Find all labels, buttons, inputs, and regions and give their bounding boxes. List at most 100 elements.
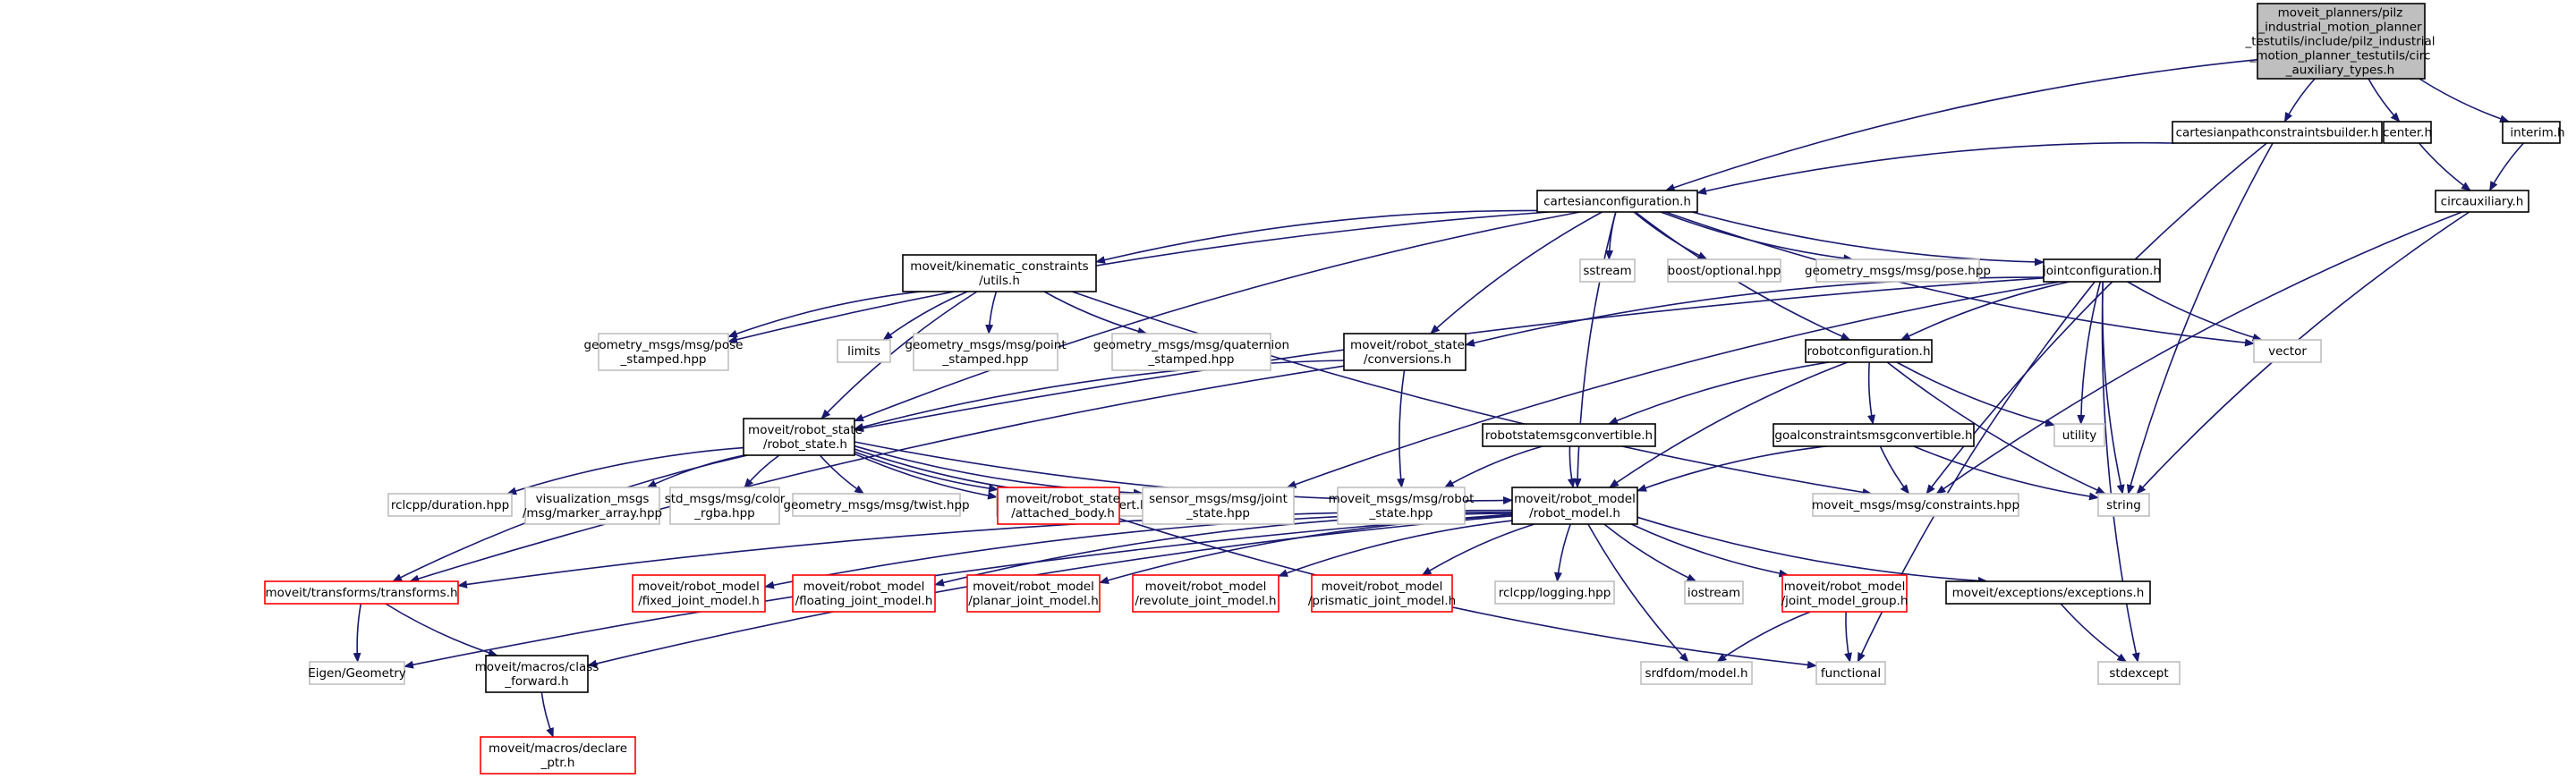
node-label-goalconv-line-0: goalconstraintsmsgconvertible.h [1774, 428, 1972, 443]
node-label-exceptions-line-0: moveit/exceptions/exceptions.h [1952, 586, 2145, 600]
node-label-revjoint-line-1: /revolute_joint_model.h [1135, 594, 1276, 608]
node-label-attachedbody-line-1: /attached_body.h [1011, 506, 1115, 521]
nodes-layer: moveit_planners/pilz_industrial_motion_p… [264, 3, 2565, 775]
edge-classfwd-to-declareptr [540, 691, 554, 738]
node-label-limits-line-0: limits [847, 344, 880, 359]
node-classfwd[interactable]: moveit/macros/class_forward.h [475, 655, 599, 693]
node-box-boostopt [1667, 258, 1781, 283]
node-box-circaux [2435, 190, 2529, 213]
node-label-boostopt-line-0: boost/optional.hpp [1668, 264, 1781, 278]
edge-robotconfig-to-goalconv [1867, 361, 1875, 425]
node-transforms[interactable]: moveit/transforms/transforms.h [264, 580, 459, 605]
edge-goalconv-to-robotmodel [1637, 445, 1827, 492]
node-box-kinutils [902, 254, 1097, 292]
node-label-rsmsgconv-line-0: robotstatemsgconvertible.h [1485, 428, 1653, 443]
node-box-vizmarker [524, 487, 660, 525]
edge-kinutils-to-geoquat [1043, 291, 1148, 335]
node-cartpathbuilder[interactable]: cartesianpathconstraintsbuilder.h [2172, 121, 2383, 144]
node-label-attachedbody-line-0: moveit/robot_state [1006, 492, 1120, 506]
node-box-geopoint [913, 333, 1058, 371]
node-box-stdcolor [669, 487, 780, 525]
node-box-cartconfig [1536, 190, 1698, 213]
node-rclduration: rclcpp/duration.hpp [387, 493, 513, 517]
node-label-stdexcept-line-0: stdexcept [2109, 666, 2168, 681]
edge-jointconfig-to-string [2102, 281, 2125, 495]
node-label-cartconfig-line-0: cartesianconfiguration.h [1543, 195, 1691, 209]
edge-cartconfig-to-robotmodel [1573, 211, 1617, 488]
node-label-revjoint-line-0: moveit/robot_model [1145, 580, 1267, 594]
node-label-robotstate-line-0: moveit/robot_state [748, 423, 863, 437]
node-declareptr[interactable]: moveit/macros/declare_ptr.h [480, 736, 636, 775]
node-label-utility-line-0: utility [2062, 428, 2096, 443]
node-prisjoint[interactable]: moveit/robot_model/prismatic_joint_model… [1308, 574, 1456, 613]
edge-jointconfig-to-robotconfig [1900, 281, 2070, 341]
node-box-attachedbody [997, 487, 1120, 525]
node-label-cartpathbuilder-line-0: cartesianpathconstraintsbuilder.h [2176, 126, 2379, 140]
node-box-sstream [1579, 258, 1636, 283]
node-circaux[interactable]: circauxiliary.h [2435, 190, 2529, 213]
edge-kinutils-to-constraints [1071, 291, 1873, 496]
node-stdcolor: std_msgs/msg/color_rgba.hpp [665, 487, 786, 525]
edge-robotconfig-to-robotmodel [1609, 361, 1849, 488]
node-label-circaux-line-0: circauxiliary.h [2441, 195, 2524, 209]
edge-robotmodel-to-classfwd [587, 515, 1513, 668]
node-fixedjoint[interactable]: moveit/robot_model/fixed_joint_model.h [632, 574, 766, 613]
node-box-robotstate [743, 418, 855, 456]
edge-root-to-interim [2419, 78, 2510, 123]
node-box-rsconv [1343, 333, 1467, 371]
node-box-exceptions [1945, 580, 2151, 605]
node-exceptions[interactable]: moveit/exceptions/exceptions.h [1945, 580, 2151, 605]
node-floatjoint[interactable]: moveit/robot_model/floating_joint_model.… [792, 574, 936, 613]
node-srdf: srdfdom/model.h [1640, 661, 1753, 685]
node-box-geotwist [792, 493, 961, 517]
node-revjoint[interactable]: moveit/robot_model/revolute_joint_model.… [1132, 574, 1279, 613]
node-rsmsgconv[interactable]: robotstatemsgconvertible.h [1482, 423, 1656, 447]
node-root[interactable]: moveit_planners/pilz_industrial_motion_p… [2244, 3, 2436, 80]
node-label-geopose-line-0: geometry_msgs/msg/pose.hpp [1805, 264, 1991, 278]
edge-rsconv-to-msgrobotstate [1397, 369, 1406, 488]
edge-exceptions-to-stdexcept [2060, 603, 2128, 663]
edge-goalconv-to-string [1913, 445, 2099, 501]
node-label-robotconfig-line-0: robotconfiguration.h [1807, 344, 1930, 359]
node-label-transforms-line-0: moveit/transforms/transforms.h [265, 586, 457, 600]
node-label-rclduration-line-0: rclcpp/duration.hpp [391, 498, 509, 512]
node-box-cartpathbuilder [2172, 121, 2383, 144]
edge-cartconfig-to-jointconfig [1692, 211, 2045, 267]
node-rsconv[interactable]: moveit/robot_state/conversions.h [1343, 333, 1467, 371]
node-label-rsconv-line-0: moveit/robot_state [1350, 338, 1465, 352]
node-robotconfig[interactable]: robotconfiguration.h [1805, 339, 1933, 363]
node-box-transforms [264, 580, 459, 605]
edge-jointconfig-to-vector [2127, 281, 2263, 342]
node-label-root-line-4: _auxiliary_types.h [2285, 64, 2394, 78]
node-label-sstream-line-0: sstream [1583, 264, 1631, 278]
node-planarjoint[interactable]: moveit/robot_model/planar_joint_model.h [966, 574, 1101, 613]
node-center[interactable]: center.h [2383, 121, 2432, 144]
node-label-root-line-2: _testutils/include/pilz_industrial [2244, 35, 2435, 49]
edge-rsmsgconv-to-robotmodel [1567, 445, 1576, 488]
node-label-constraints-line-0: moveit_msgs/msg/constraints.hpp [1812, 498, 2019, 512]
node-interim[interactable]: interim.h [2502, 121, 2565, 144]
node-box-revjoint [1132, 574, 1279, 613]
node-cartconfig[interactable]: cartesianconfiguration.h [1536, 190, 1698, 213]
node-goalconv[interactable]: goalconstraintsmsgconvertible.h [1773, 423, 1975, 447]
edge-jointconfig-to-rsconv [1465, 276, 2045, 347]
node-vizmarker: visualization_msgs/msg/marker_array.hpp [523, 487, 662, 525]
node-label-prisjoint-line-0: moveit/robot_model [1322, 580, 1443, 594]
edge-cartconfig-to-vector [1664, 211, 2255, 347]
node-attachedbody[interactable]: moveit/robot_state/attached_body.h [997, 487, 1120, 525]
edge-cartconfig-to-robotstate [854, 211, 1581, 422]
node-jointconfig[interactable]: jointconfiguration.h [2042, 258, 2161, 283]
node-box-string [2097, 493, 2150, 517]
edge-rsconv-to-robotstate [854, 360, 1345, 431]
node-eigen: Eigen/Geometry [308, 661, 406, 685]
edge-robotstate-to-stdcolor [744, 454, 780, 488]
node-jmgroup[interactable]: moveit/robot_model/joint_model_group.h [1781, 574, 1909, 613]
node-robotmodel[interactable]: moveit/robot_model/robot_model.h [1511, 487, 1638, 525]
node-label-geopoint-line-1: _stamped.hpp [942, 352, 1029, 367]
node-robotstate[interactable]: moveit/robot_state/robot_state.h [743, 418, 863, 456]
node-kinutils[interactable]: moveit/kinematic_constraints/utils.h [902, 254, 1097, 292]
edge-interim-to-circaux [2488, 142, 2524, 191]
node-label-kinutils-line-0: moveit/kinematic_constraints [910, 259, 1088, 274]
node-constraints: moveit_msgs/msg/constraints.hpp [1812, 493, 2019, 517]
